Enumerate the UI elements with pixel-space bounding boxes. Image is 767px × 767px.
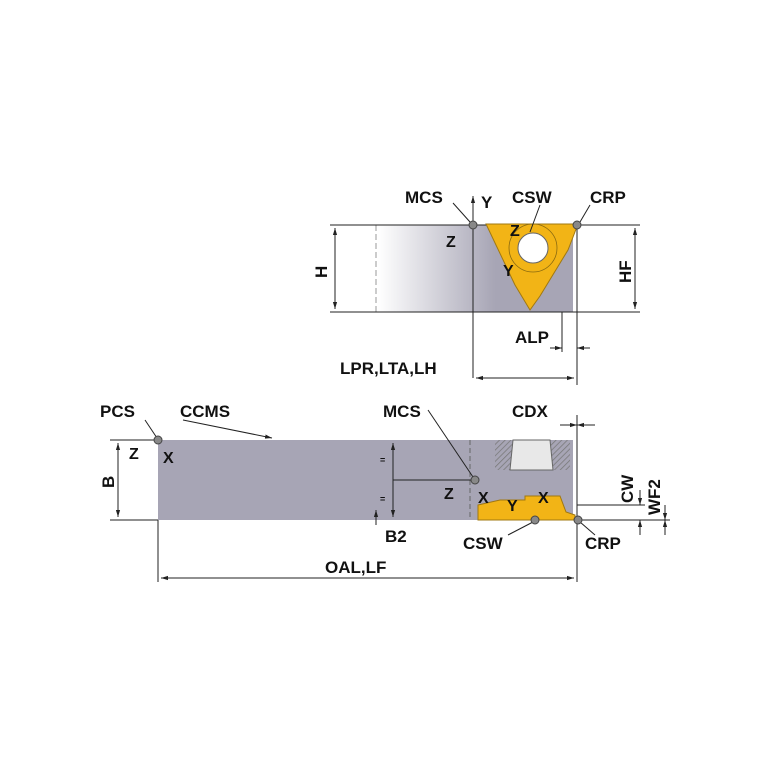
clamp-screw — [509, 439, 554, 471]
label-x-insert-side: X — [538, 490, 549, 507]
label-alp: ALP — [515, 328, 549, 347]
label-z-body: Z — [446, 234, 456, 251]
label-lpr: LPR,LTA,LH — [340, 359, 437, 378]
csw-leader-line — [529, 204, 541, 233]
label-z-pcs: Z — [129, 446, 139, 463]
crp-leader-line — [579, 521, 596, 536]
label-oal: OAL,LF — [325, 558, 386, 577]
pcs-leader-line — [144, 419, 158, 439]
crp-point-top — [572, 220, 582, 230]
insert-side — [477, 495, 576, 521]
tick-mark-lower: = — [380, 494, 385, 504]
label-ccms: CCMS — [180, 402, 230, 421]
ccms-leader-line — [182, 419, 273, 439]
pcs-point — [153, 435, 163, 445]
label-z-insert: Z — [510, 223, 520, 240]
label-mcs-side: MCS — [383, 402, 421, 421]
label-crp-side: CRP — [585, 534, 621, 553]
label-x-pcs: X — [163, 450, 174, 467]
csw-leader-line — [507, 521, 534, 536]
label-h: H — [312, 266, 331, 278]
csw-point-side — [530, 515, 540, 525]
label-crp-top: CRP — [590, 188, 626, 207]
top-view: MCS Y CSW CRP H HF Z Z Y ALP LPR,LTA,LH — [312, 188, 640, 385]
label-wf2: WF2 — [645, 479, 664, 515]
side-view: PCS CCMS MCS CDX B Z X Z X Y X = = CW WF… — [99, 402, 670, 582]
crp-leader-line — [579, 204, 591, 223]
label-pcs: PCS — [100, 402, 135, 421]
mcs-leader-line — [427, 409, 474, 478]
label-y-insert: Y — [503, 263, 514, 280]
mcs-point-side — [470, 475, 480, 485]
mcs-point-top — [468, 220, 478, 230]
crp-point-side — [573, 515, 583, 525]
label-b2: B2 — [385, 527, 407, 546]
insert-hole — [517, 232, 549, 264]
label-z-mcs: Z — [444, 486, 454, 503]
label-b: B — [99, 476, 118, 488]
mcs-leader-line — [452, 202, 471, 223]
label-cdx: CDX — [512, 402, 549, 421]
label-mcs-top: MCS — [405, 188, 443, 207]
label-csw-top: CSW — [512, 188, 553, 207]
label-x-mcs: X — [478, 490, 489, 507]
label-csw-side: CSW — [463, 534, 504, 553]
label-cw: CW — [618, 474, 637, 503]
label-hf: HF — [616, 260, 635, 283]
tick-mark-upper: = — [380, 455, 385, 465]
label-y-axis: Y — [481, 193, 493, 212]
label-y-insert-side: Y — [507, 498, 518, 515]
